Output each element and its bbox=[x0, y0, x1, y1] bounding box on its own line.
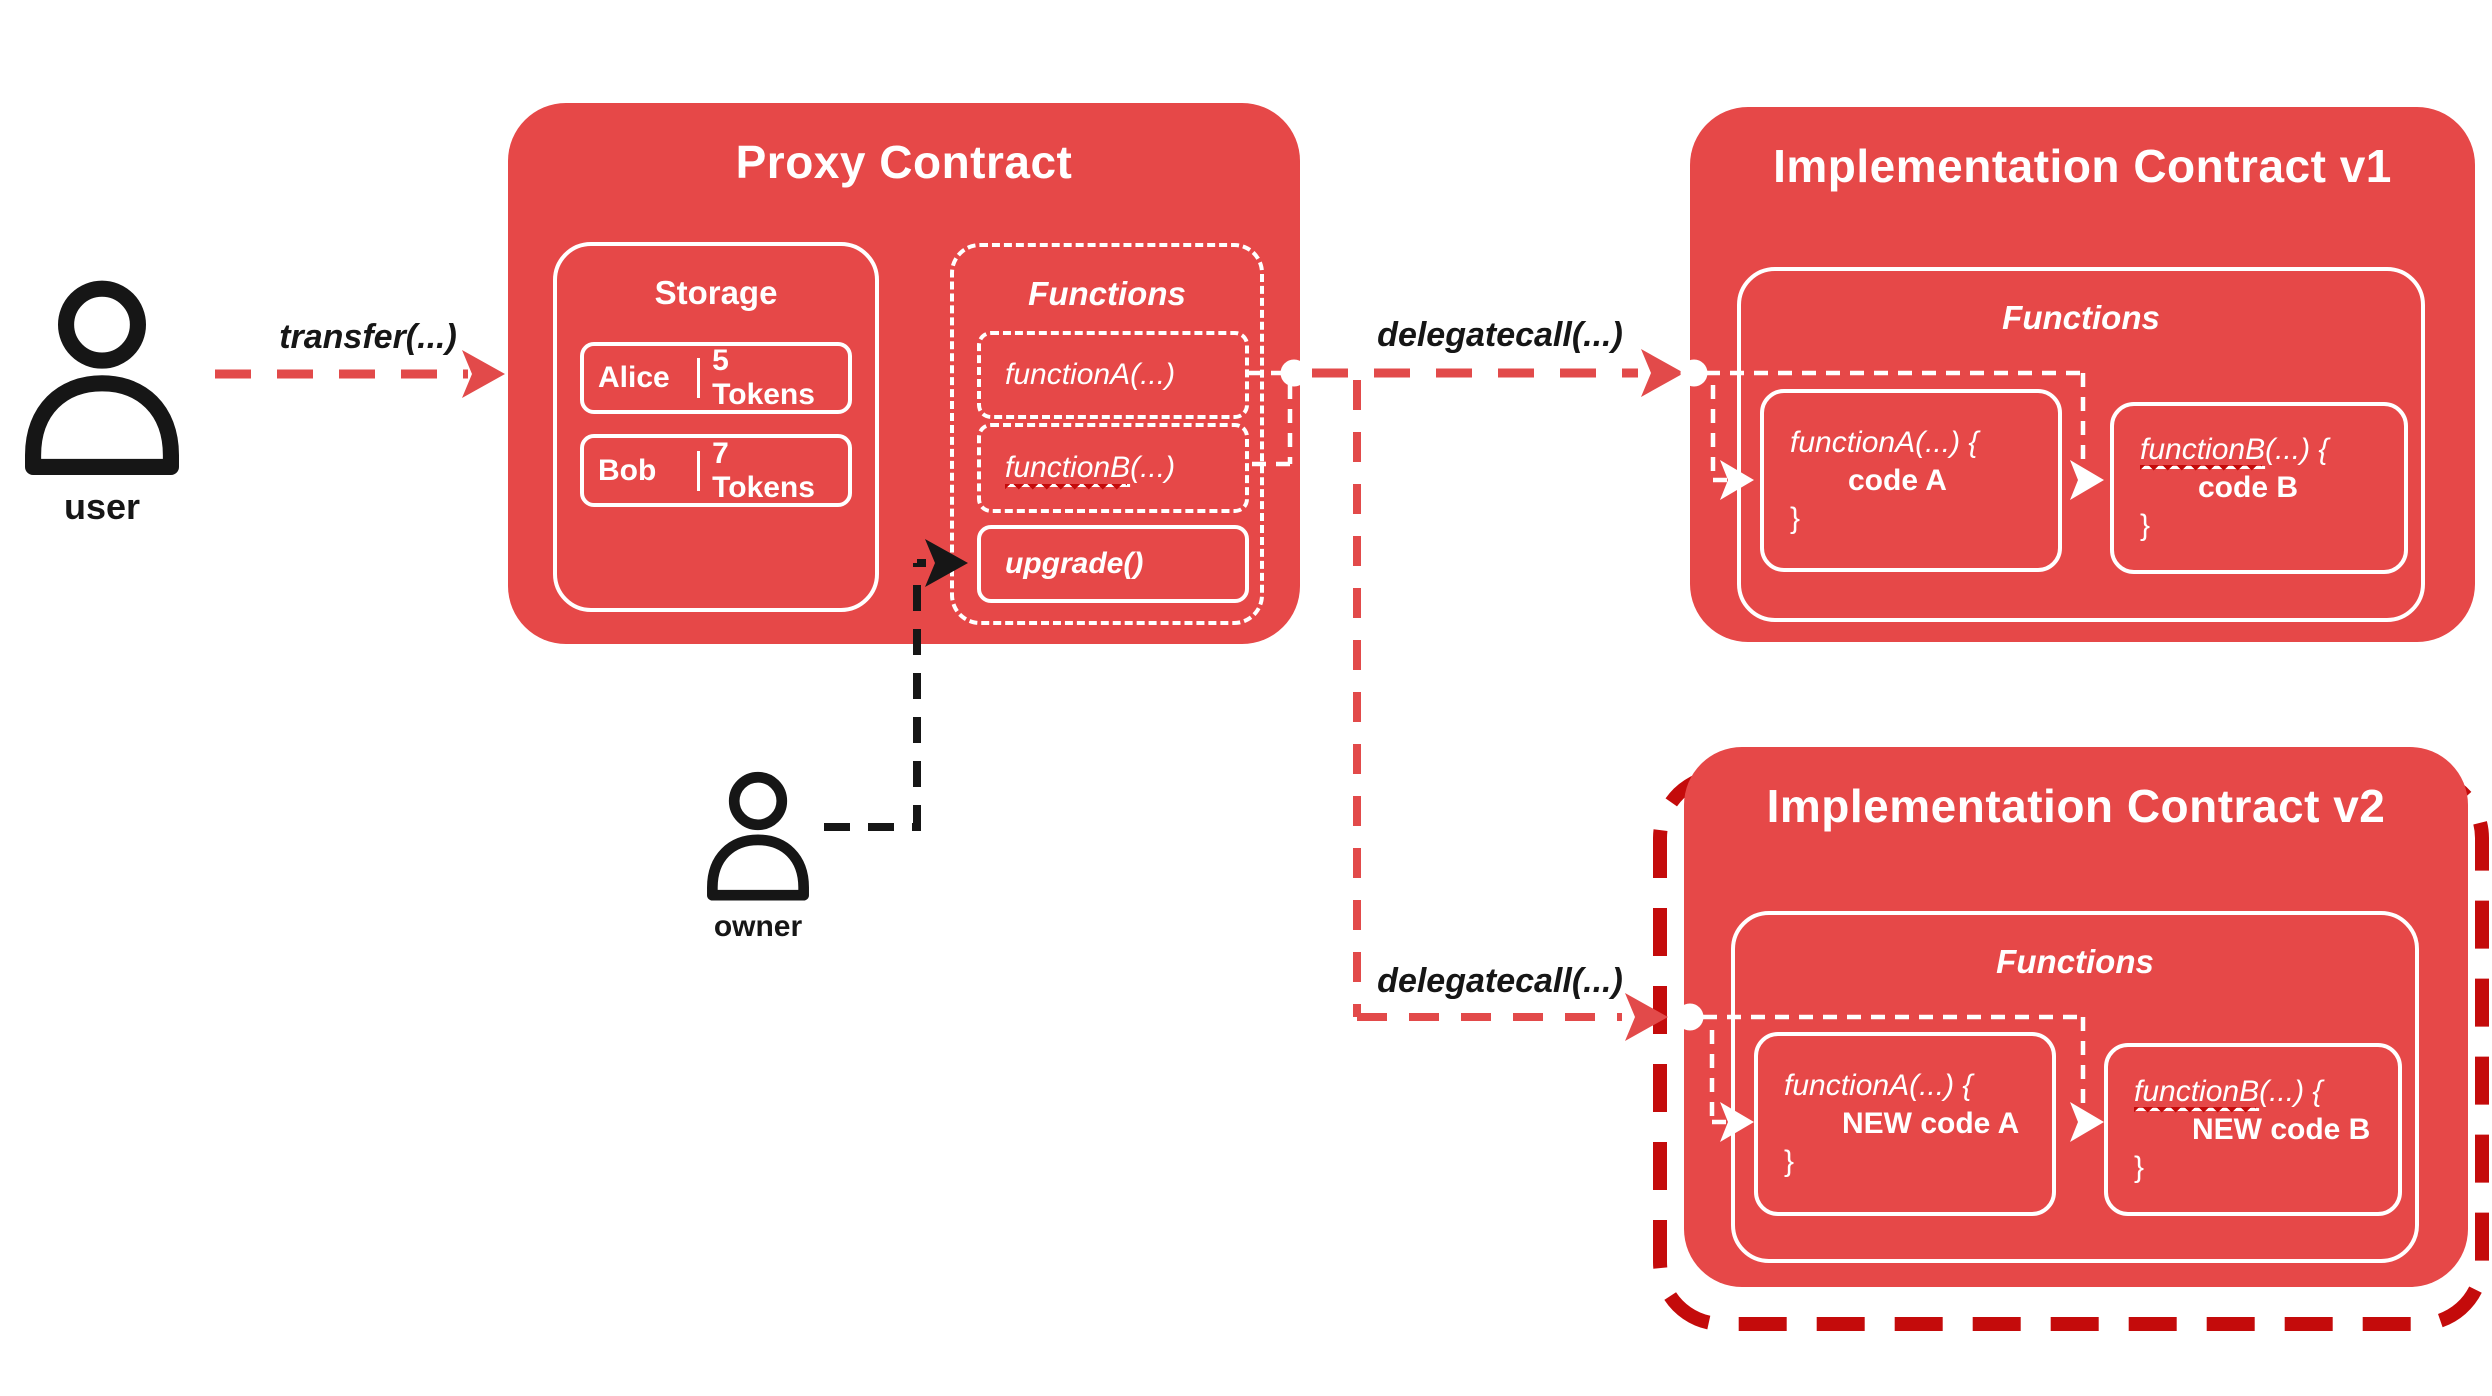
upgrade-label: upgrade() bbox=[1005, 547, 1144, 580]
storage-row-value: 7 Tokens bbox=[712, 436, 815, 504]
function-a-close: } bbox=[1784, 1145, 1795, 1178]
row-divider bbox=[697, 358, 701, 398]
delegatecall-v1-arrowhead bbox=[1641, 349, 1684, 397]
impl-v2-box: Implementation Contract v2 Functions fun… bbox=[1684, 747, 2468, 1287]
proxy-functions-title: Functions bbox=[1028, 275, 1186, 312]
row-divider bbox=[697, 450, 701, 491]
function-a-args: (...) { bbox=[1915, 425, 1979, 459]
function-b-close: } bbox=[2140, 509, 2151, 542]
owner-figure: owner bbox=[696, 768, 820, 944]
delegatecall-v2-edge-label: delegatecall(...) bbox=[1377, 962, 1623, 1000]
impl-v2-function-a: functionA(...) { NEW code A } bbox=[1754, 1032, 2056, 1216]
storage-row-bob: Bob 7 Tokens bbox=[580, 434, 852, 507]
function-b-name: functionB bbox=[1005, 451, 1131, 492]
function-a-name: functionA bbox=[1784, 1069, 1910, 1102]
impl-v1-box: Implementation Contract v1 Functions fun… bbox=[1690, 107, 2475, 642]
proxy-contract-title: Proxy Contract bbox=[735, 136, 1073, 188]
impl-v2-functions-title: Functions bbox=[1996, 943, 2154, 980]
function-a-name: functionA bbox=[1790, 425, 1916, 459]
function-b-body: NEW code B bbox=[2192, 1112, 2371, 1146]
impl-v1-function-b: functionB(...) { code B } bbox=[2110, 402, 2408, 574]
storage-title: Storage bbox=[654, 274, 778, 311]
function-b-args: (...) { bbox=[2265, 433, 2329, 466]
storage-row-name: Alice bbox=[598, 361, 670, 394]
upgrade-function: upgrade() bbox=[977, 525, 1249, 603]
delegatecall-v1-edge-label: delegatecall(...) bbox=[1377, 316, 1623, 354]
impl-v1-title: Implementation Contract v1 bbox=[1773, 140, 2392, 192]
proxy-contract-box: Proxy Contract Storage Alice 5 Tokens Bo… bbox=[508, 103, 1300, 644]
function-b-body: code B bbox=[2198, 471, 2299, 504]
owner-label: owner bbox=[713, 910, 803, 943]
proxy-function-b: functionB(...) bbox=[977, 423, 1249, 513]
impl-v1-functions-pane: Functions functionA(...) { code A } func… bbox=[1737, 267, 2425, 622]
transfer-edge-label: transfer(...) bbox=[279, 318, 457, 356]
storage-pane: Storage Alice 5 Tokens Bob 7 Tokens bbox=[553, 242, 879, 612]
function-a-args: (...) bbox=[1130, 358, 1176, 391]
impl-v2-title: Implementation Contract v2 bbox=[1766, 780, 2386, 832]
function-b-close: } bbox=[2134, 1150, 2145, 1184]
storage-row-name: Bob bbox=[598, 453, 657, 487]
transfer-arrowhead bbox=[462, 350, 505, 398]
function-a-args: (...) { bbox=[1909, 1069, 1973, 1102]
proxy-functions-pane: Functions functionA(...) functionB(...) … bbox=[950, 243, 1264, 625]
function-b-name: functionB bbox=[2134, 1074, 2260, 1108]
user-figure: user bbox=[12, 274, 192, 528]
storage-row-value: 5 Tokens bbox=[712, 344, 815, 411]
impl-v2-function-b: functionB(...) { NEW code B } bbox=[2104, 1043, 2402, 1216]
function-a-close: } bbox=[1790, 501, 1801, 535]
function-b-args: (...) { bbox=[2259, 1074, 2323, 1108]
proxy-function-a: functionA(...) bbox=[977, 331, 1249, 419]
function-a-body: NEW code A bbox=[1842, 1107, 2020, 1140]
user-icon bbox=[24, 280, 179, 475]
function-a-body: code A bbox=[1848, 463, 1947, 497]
owner-icon bbox=[707, 771, 809, 901]
impl-v1-function-a: functionA(...) { code A } bbox=[1760, 389, 2062, 572]
function-a-name: functionA bbox=[1005, 358, 1131, 391]
user-label: user bbox=[63, 486, 141, 527]
storage-row-alice: Alice 5 Tokens bbox=[580, 342, 852, 414]
impl-v2-functions-pane: Functions functionA(...) { NEW code A } … bbox=[1731, 911, 2419, 1263]
function-b-name: functionB bbox=[2140, 433, 2266, 466]
function-b-args: (...) bbox=[1130, 451, 1176, 484]
impl-v1-functions-title: Functions bbox=[2002, 299, 2160, 336]
